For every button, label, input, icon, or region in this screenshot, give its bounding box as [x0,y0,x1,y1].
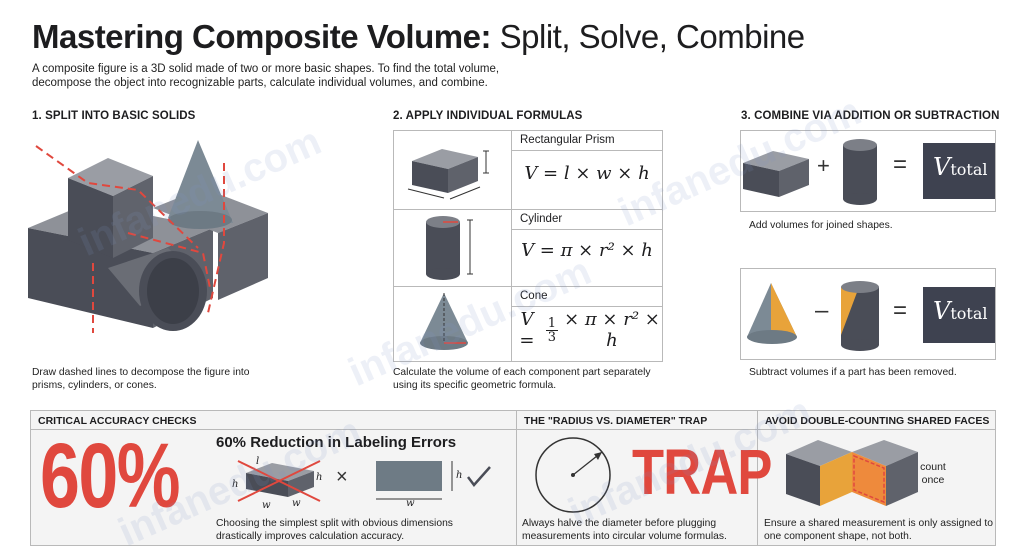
cone-formula-suffix: × π × r² × h [564,309,660,351]
combine-heading: 3. COMBINE VIA ADDITION OR SUBTRACTION [741,110,1000,122]
addition-box: + = Vtotal [740,130,996,212]
formula-table: Rectangular Prism V = l × w × h Cylinder… [393,130,663,362]
total-volume-box: Vtotal [923,287,995,343]
shared-heading: AVOID DOUBLE-COUNTING SHARED FACES [758,411,995,430]
split-caption: Draw dashed lines to decompose the figur… [32,367,250,391]
checks-heading: CRITICAL ACCURACY CHECKS [31,411,516,430]
composite-solid-figure [28,140,268,333]
formula-expression: V = π × r² × h [521,240,653,261]
shared-caption: Ensure a shared measurement is only assi… [764,518,993,542]
checks-caption: Choosing the simplest split with obvious… [216,518,453,542]
page-title: Mastering Composite Volume: Split, Solve… [32,18,805,56]
total-subscript: total [950,304,988,323]
label-h-left: h [232,479,239,490]
label-l: l [256,456,260,467]
cone-icon [420,293,468,350]
subtraction-shapes [747,281,879,351]
label-w-right: w [406,498,415,509]
formula-row-cylinder: Cylinder V = π × r² × h [394,210,662,287]
equals-sign: = [893,297,908,324]
cone-formula-prefix: V = [519,309,535,351]
sixty-percent-stat: 60% [40,425,181,527]
label-w-left: w [262,500,271,511]
addition-shapes [743,139,877,205]
plus-sign: + [817,153,830,178]
minus-sign: – [815,297,829,324]
label-h-mid: h [316,472,323,483]
total-subscript: total [950,160,988,179]
sub-caption: Subtract volumes if a part has been remo… [749,367,957,378]
formulas-caption: Calculate the volume of each component p… [393,367,651,391]
add-caption: Add volumes for joined shapes. [749,220,893,231]
cylinder-icon [426,216,473,280]
times-sign: × [336,466,348,488]
radius-circle-diagram [535,437,611,513]
trap-heading: THE "RADIUS VS. DIAMETER" TRAP [517,411,757,430]
formula-name: Cone [512,287,662,307]
total-v: V [933,297,951,325]
equals-sign: = [893,151,908,178]
fraction: 1 3 [545,315,558,345]
formula-name: Cylinder [512,210,662,230]
formulas-heading: 2. APPLY INDIVIDUAL FORMULAS [393,110,583,122]
label-h-right: h [456,470,463,481]
title-bold: Mastering Composite Volume: [32,18,491,55]
subtraction-box: – = Vtotal [740,268,996,360]
formula-expression: V = l × w × h [524,163,650,184]
fraction-denominator: 3 [547,329,557,345]
shared-face-cubes [786,440,918,506]
label-w-mid: w [292,498,301,509]
formula-expression-cone: V = 1 3 × π × r² × h [512,309,662,351]
labeling-comparison [237,460,491,502]
page-subtitle: A composite figure is a 3D solid made of… [32,63,500,89]
title-light: Split, Solve, Combine [490,18,805,55]
count-once-label: count once [920,461,946,486]
trap-caption: Always halve the diameter before pluggin… [522,518,727,542]
total-v: V [933,153,951,181]
fraction-numerator: 1 [547,315,557,331]
split-heading: 1. SPLIT INTO BASIC SOLIDS [32,110,196,122]
prism-icon [407,149,489,200]
trap-word: TRAP [632,436,772,508]
formula-row-cone: Cone V = 1 3 × π × r² × h [394,287,662,362]
formula-row-prism: Rectangular Prism V = l × w × h [394,131,662,210]
total-volume-box: Vtotal [923,143,995,199]
formula-name: Rectangular Prism [512,131,662,151]
reduction-title: 60% Reduction in Labeling Errors [216,434,457,451]
